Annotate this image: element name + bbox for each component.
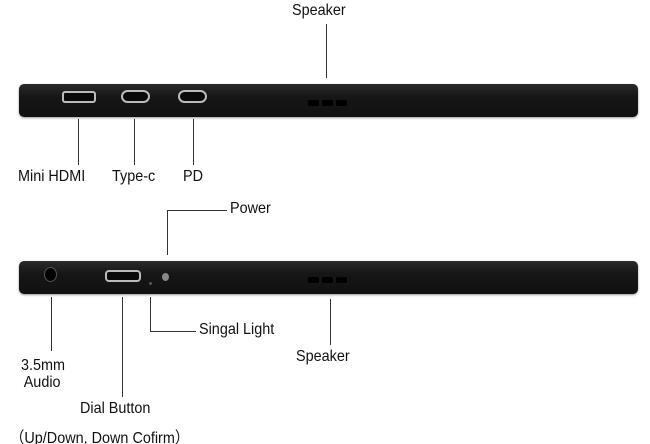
mini-hdmi-port: [62, 91, 96, 103]
signal-light: [149, 282, 152, 285]
power-leader-h: [167, 210, 227, 211]
dial-leader: [122, 297, 123, 397]
signal-light-label: Singal Light: [199, 321, 275, 338]
signal-leader-h: [150, 331, 196, 332]
dial-button-note: （Up/Down, Down Cofirm）: [10, 430, 190, 444]
top-speaker-leader: [326, 24, 327, 78]
type-c-port: [121, 90, 150, 103]
typec-leader: [134, 119, 135, 165]
top-speaker-label: Speaker: [292, 2, 346, 19]
monitor-bottom-edge: [19, 261, 638, 294]
power-button: [162, 273, 169, 281]
monitor-top-edge: [19, 84, 638, 117]
signal-leader-v: [150, 297, 151, 332]
audio-label: 3.5mm Audio: [21, 357, 65, 391]
speaker-grille-bottom: [308, 277, 347, 283]
hdmi-leader: [78, 119, 79, 165]
bottom-speaker-leader: [330, 299, 331, 345]
audio-label-line1: 3.5mm: [21, 357, 66, 374]
dial-button: [105, 270, 141, 282]
bottom-speaker-label: Speaker: [296, 348, 350, 365]
audio-leader: [51, 297, 52, 351]
pd-label: PD: [183, 168, 204, 185]
mini-hdmi-label: Mini HDMI: [18, 168, 86, 185]
speaker-grille-top: [308, 100, 347, 106]
power-label: Power: [230, 200, 271, 217]
audio-label-line2: Audio: [23, 374, 61, 391]
power-leader-v: [167, 210, 168, 255]
dial-button-label: Dial Button: [80, 400, 151, 417]
audio-jack: [44, 267, 57, 282]
type-c-label: Type-c: [112, 168, 156, 185]
pd-leader: [193, 119, 194, 165]
pd-port: [178, 90, 207, 103]
